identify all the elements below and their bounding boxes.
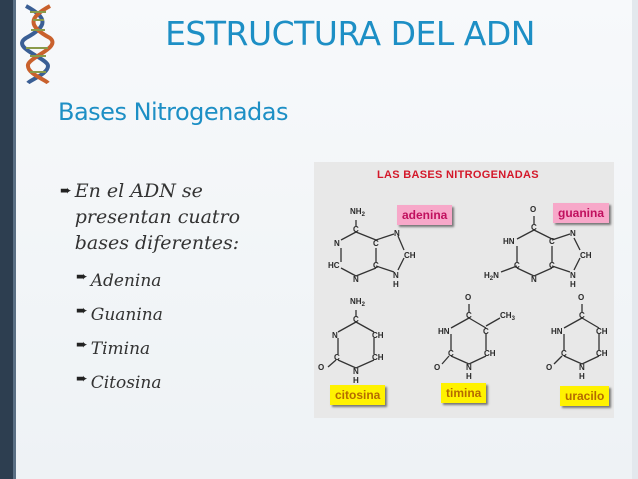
bullet-line: En el ADN se — [74, 180, 203, 202]
atom-label: H — [353, 376, 359, 385]
bullet-arrow-icon: ➨ — [60, 183, 72, 199]
bullet-line: presentan cuatro — [74, 206, 241, 228]
atom-label: N — [394, 229, 400, 238]
atom-label: CH — [596, 349, 608, 358]
atom-label: C — [549, 261, 555, 270]
bullet-arrow-icon: ➨ — [76, 303, 88, 319]
chemical-structures: NH2 C N C N CH HC C N N H O C HN C N CH … — [318, 205, 608, 385]
atom-label: C — [353, 225, 359, 234]
sub-bullet-item: ➨Guanina — [76, 303, 163, 325]
atom-label: O — [530, 205, 536, 214]
label-citosina: citosina — [330, 385, 386, 405]
atom-label: O — [318, 363, 324, 372]
atom-label: C — [514, 261, 520, 270]
right-edge-strip — [632, 0, 638, 479]
bullet-list: ➨ En el ADN se presentan cuatro bases di… — [60, 178, 240, 400]
bullet-arrow-icon: ➨ — [76, 337, 88, 353]
atom-label: N — [353, 367, 359, 376]
atom-label: C — [531, 223, 537, 232]
atom-label: C — [561, 349, 567, 358]
bullet-line: bases diferentes: — [74, 232, 240, 254]
atom-label: H2N — [484, 271, 499, 282]
atom-label: C — [373, 239, 379, 248]
atom-label: C — [353, 315, 359, 324]
atom-label: HN — [503, 237, 515, 246]
sub-bullet-item: ➨Adenina — [76, 269, 162, 291]
atom-label: C — [549, 237, 555, 246]
atom-label: CH — [372, 331, 384, 340]
atom-label: CH — [484, 349, 496, 358]
atom-label: O — [546, 363, 552, 372]
atom-label: C — [579, 311, 585, 320]
atom-label: O — [434, 363, 440, 372]
atom-label: N — [531, 275, 537, 284]
sub-bullet-item: ➨Citosina — [76, 371, 162, 393]
atom-label: H — [570, 280, 576, 289]
dna-helix-icon — [20, 4, 55, 84]
atom-label: C — [466, 311, 472, 320]
atom-label: CH — [372, 353, 384, 362]
label-timina: timina — [441, 383, 487, 403]
atom-label: O — [465, 293, 471, 302]
atom-label: N — [579, 363, 585, 372]
sub-bullet-list: ➨Adenina ➨Guanina ➨Timina ➨Citosina — [76, 264, 240, 400]
atom-label: CH — [580, 251, 592, 260]
atom-label: C — [373, 261, 379, 270]
atom-label: N — [570, 229, 576, 238]
atom-label: CH — [596, 327, 608, 336]
atom-label: HC — [328, 261, 340, 270]
sub-bullet-item: ➨Timina — [76, 337, 151, 359]
bullet-arrow-icon: ➨ — [76, 371, 88, 387]
atom-label: H — [466, 372, 472, 381]
atom-label: N — [334, 239, 340, 248]
atom-label: H — [393, 280, 399, 289]
bullet-arrow-icon: ➨ — [76, 269, 88, 285]
atom-label: CH — [404, 251, 416, 260]
left-sidebar-accent — [13, 0, 16, 479]
figure-title: LAS BASES NITROGENADAS — [377, 169, 539, 181]
slide-subtitle: Bases Nitrogenadas — [58, 98, 289, 126]
label-adenina: adenina — [397, 205, 453, 225]
atom-label: HN — [551, 327, 563, 336]
left-sidebar-bar — [0, 0, 13, 479]
atom-label: HN — [438, 327, 450, 336]
atom-label: NH2 — [350, 297, 366, 308]
atom-label: O — [578, 293, 584, 302]
atom-label: C — [334, 353, 340, 362]
atom-label: C — [448, 349, 454, 358]
atom-label: H — [579, 372, 585, 381]
atom-label: CH3 — [500, 311, 516, 322]
atom-label: C — [483, 327, 489, 336]
atom-label: N — [332, 331, 338, 340]
slide-title: ESTRUCTURA DEL ADN — [165, 14, 535, 53]
atom-label: N — [393, 271, 399, 280]
atom-label: NH2 — [350, 207, 366, 218]
atom-label: N — [466, 363, 472, 372]
atom-label: N — [570, 271, 576, 280]
main-bullet: ➨ En el ADN se presentan cuatro bases di… — [60, 178, 240, 256]
label-uracilo: uracilo — [560, 386, 610, 406]
atom-label: N — [353, 275, 359, 284]
label-guanina: guanina — [553, 203, 610, 223]
